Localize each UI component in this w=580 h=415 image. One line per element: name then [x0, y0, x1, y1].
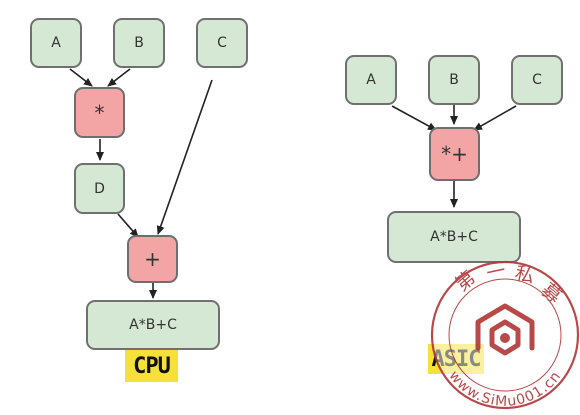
asic-badge: ASIC — [428, 344, 484, 374]
arrow-c-to-add — [156, 79, 213, 235]
cpu-add-node: + — [127, 235, 178, 283]
asic-fused-op-node: *+ — [429, 127, 480, 181]
arrow-a-to-multiply — [69, 68, 93, 87]
cpu-input-a: A — [30, 18, 82, 68]
cpu-result-node: A*B+C — [86, 300, 220, 350]
arrow-b-to-multiply — [107, 68, 131, 87]
asic-input-c: C — [511, 55, 563, 105]
arrow-asic-c-to-op — [473, 105, 517, 131]
arrow-asic-a-to-op — [391, 105, 437, 131]
cpu-multiply-node: * — [74, 87, 125, 138]
arrow-d-to-add — [117, 213, 139, 238]
asic-result-node: A*B+C — [387, 211, 521, 263]
cpu-input-b: B — [113, 18, 165, 68]
asic-input-a: A — [345, 55, 397, 105]
asic-input-b: B — [428, 55, 480, 105]
cpu-intermediate-d: D — [74, 163, 125, 214]
cpu-input-c: C — [196, 18, 248, 68]
cpu-badge: CPU — [125, 350, 178, 382]
